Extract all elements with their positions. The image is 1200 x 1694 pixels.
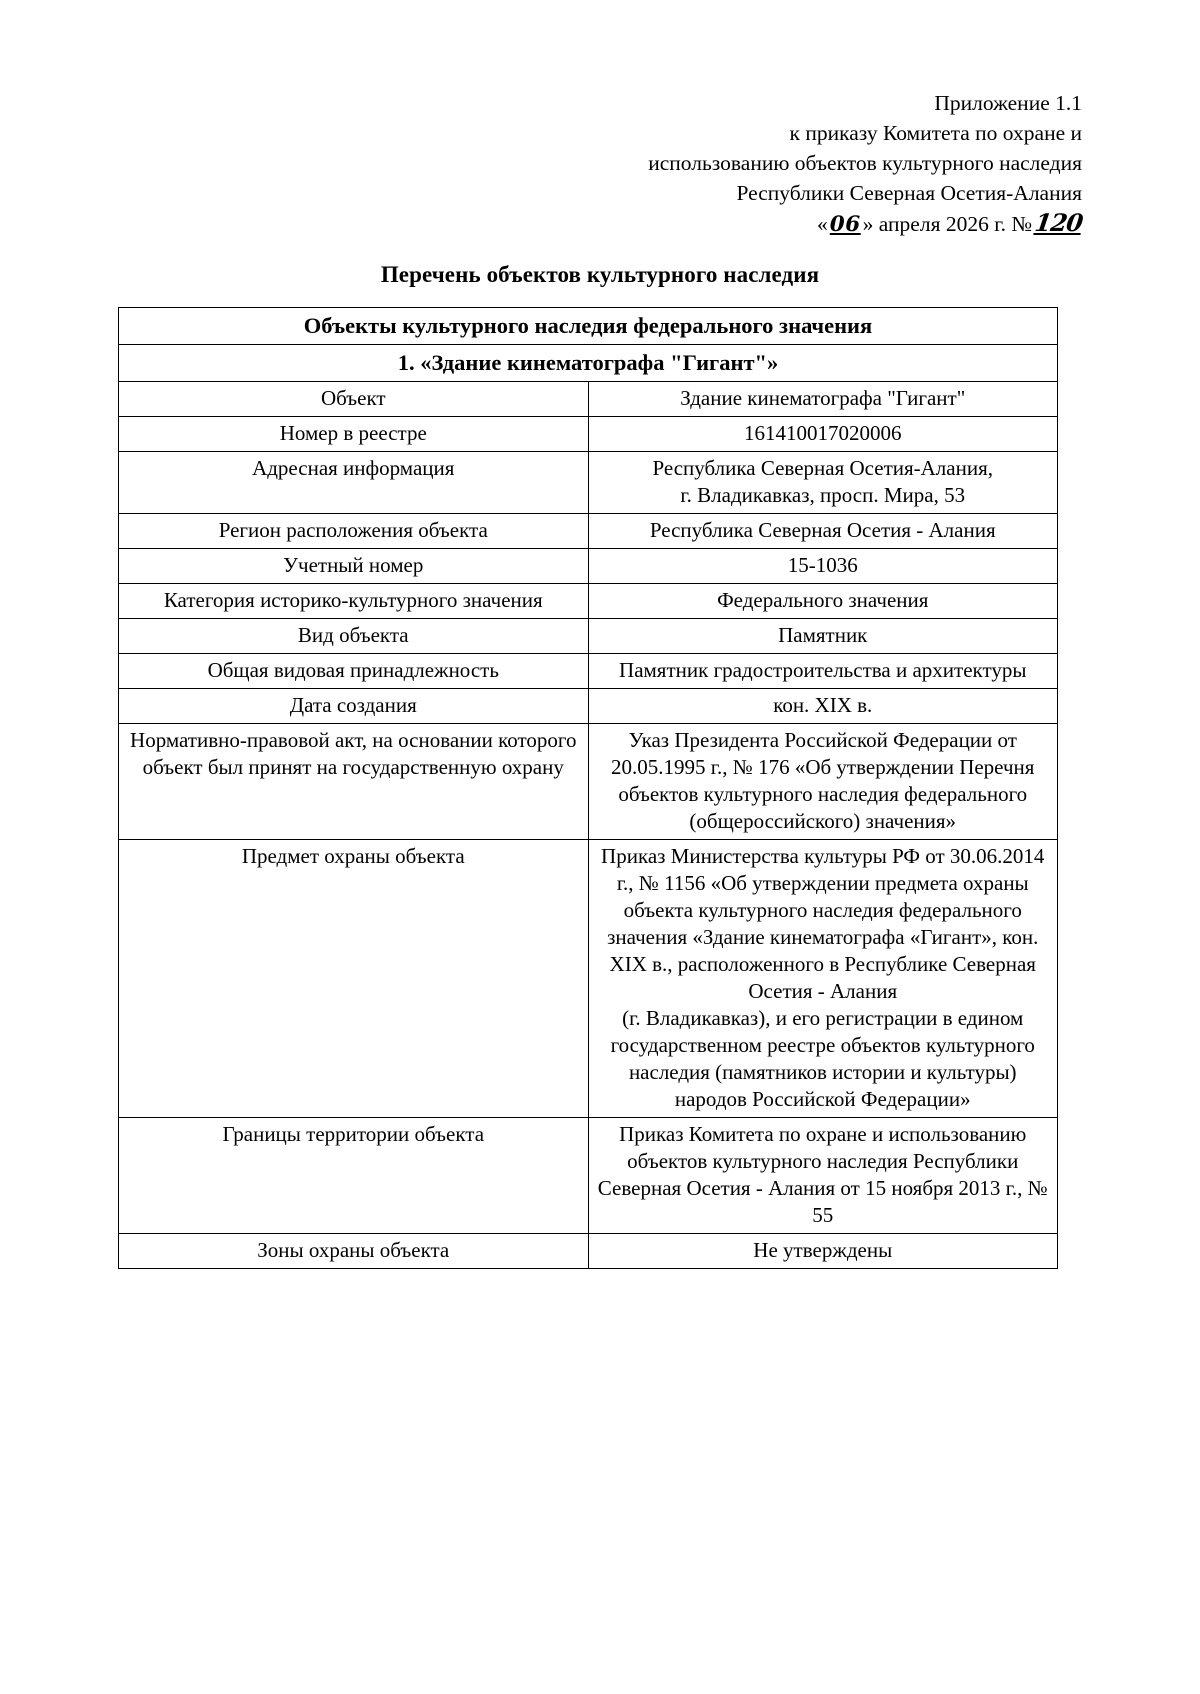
row-value: Приказ Министерства культуры РФ от 30.06… [587,839,1058,1118]
row-value: кон. XIX в. [587,688,1058,724]
row-label: Номер в реестре [118,416,589,452]
header-line-committee: использованию объектов культурного насле… [648,151,1082,175]
table-section-header-row: Объекты культурного наследия федеральног… [118,307,1058,345]
row-value: Федерального значения [587,583,1058,619]
row-value: Здание кинематографа "Гигант" [587,381,1058,417]
row-label: Регион расположения объекта [118,513,589,549]
table-row: Учетный номер 15-1036 [118,548,1058,584]
row-label: Общая видовая принадлежность [118,653,589,689]
row-label: Адресная информация [118,451,589,514]
row-value: 161410017020006 [587,416,1058,452]
row-label: Зоны охраны объекта [118,1233,589,1269]
header-line-appendix: Приложение 1.1 [934,91,1082,115]
row-value: Памятник [587,618,1058,654]
order-number-handwritten: 120 [1032,208,1085,237]
row-value: Республика Северная Осетия-Алания, г. Вл… [587,451,1058,514]
table-body: Объекты культурного наследия федеральног… [118,307,1058,1269]
table-row: Дата создания кон. XIX в. [118,688,1058,724]
table-row: Номер в реестре 161410017020006 [118,416,1058,452]
row-label: Дата создания [118,688,589,724]
row-value: Приказ Комитета по охране и использовани… [587,1117,1058,1234]
table-row: Объект Здание кинематографа "Гигант" [118,381,1058,417]
section-header-cell: Объекты культурного наследия федеральног… [118,307,1058,345]
item-header-cell: 1. «Здание кинематографа "Гигант"» [118,344,1058,382]
document-header-block: Приложение 1.1 к приказу Комитета по охр… [562,88,1085,240]
row-label: Нормативно-правовой акт, на основании ко… [118,723,589,840]
row-label: Учетный номер [118,548,589,584]
table-row: Границы территории объекта Приказ Комите… [118,1117,1058,1234]
date-quote-open: « [817,212,828,236]
table-row: Адресная информация Республика Северная … [118,451,1058,514]
row-label: Границы территории объекта [118,1117,589,1234]
row-label: Вид объекта [118,618,589,654]
table-row: Общая видовая принадлежность Памятник гр… [118,653,1058,689]
row-label: Предмет охраны объекта [118,839,589,1118]
page-title: Перечень объектов культурного наследия [380,262,820,287]
table-row: Вид объекта Памятник [118,618,1058,654]
table-row: Зоны охраны объекта Не утверждены [118,1233,1058,1269]
table-row: Регион расположения объекта Республика С… [118,513,1058,549]
row-label: Объект [118,381,589,417]
row-value: Памятник градостроительства и архитектур… [587,653,1058,689]
row-value: Не утверждены [587,1233,1058,1269]
header-line-order: к приказу Комитета по охране и [789,121,1082,145]
table-row: Предмет охраны объекта Приказ Министерст… [118,839,1058,1118]
heritage-object-table: Объекты культурного наследия федеральног… [118,307,1058,1269]
row-label: Категория историко-культурного значения [118,583,589,619]
date-middle-text: » апреля 2026 г. № [862,212,1032,236]
table-row: Нормативно-правовой акт, на основании ко… [118,723,1058,840]
header-line-republic: Республики Северная Осетия-Алания [736,181,1082,205]
date-day-handwritten: 06 [829,212,861,237]
row-value: Республика Северная Осетия - Алания [587,513,1058,549]
header-date-line: «06» апреля 2026 г. №120 [562,208,1085,240]
table-item-header-row: 1. «Здание кинематографа "Гигант"» [118,344,1058,382]
row-value: 15-1036 [587,548,1058,584]
table-row: Категория историко-культурного значения … [118,583,1058,619]
row-value: Указ Президента Российской Федерации от … [587,723,1058,840]
